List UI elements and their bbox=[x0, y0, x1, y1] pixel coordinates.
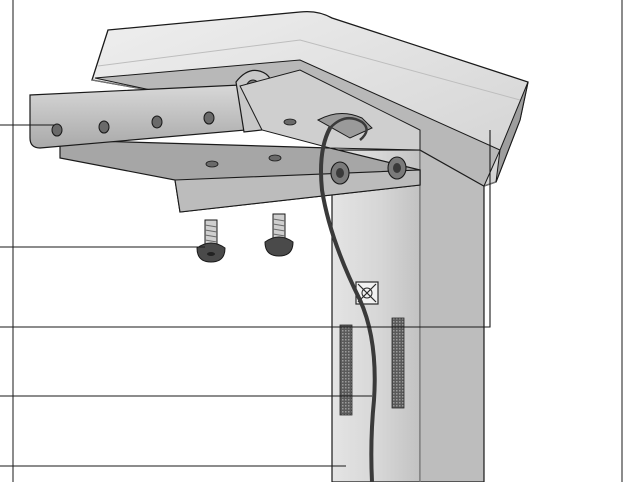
mounting-screws bbox=[196, 213, 294, 263]
callout-lines bbox=[0, 124, 491, 467]
cable bbox=[319, 126, 377, 482]
callout-line-canopy bbox=[0, 130, 491, 328]
bracket-mounting-holes bbox=[51, 111, 215, 137]
pole-column bbox=[331, 148, 485, 482]
mounting-bracket bbox=[29, 69, 421, 213]
cable-loop bbox=[329, 116, 368, 141]
pole-slot-left bbox=[339, 324, 353, 416]
crossed-box-symbol bbox=[355, 281, 379, 305]
screw-left bbox=[196, 219, 226, 263]
pole-slot-right bbox=[391, 317, 405, 409]
screw-right bbox=[264, 213, 294, 257]
